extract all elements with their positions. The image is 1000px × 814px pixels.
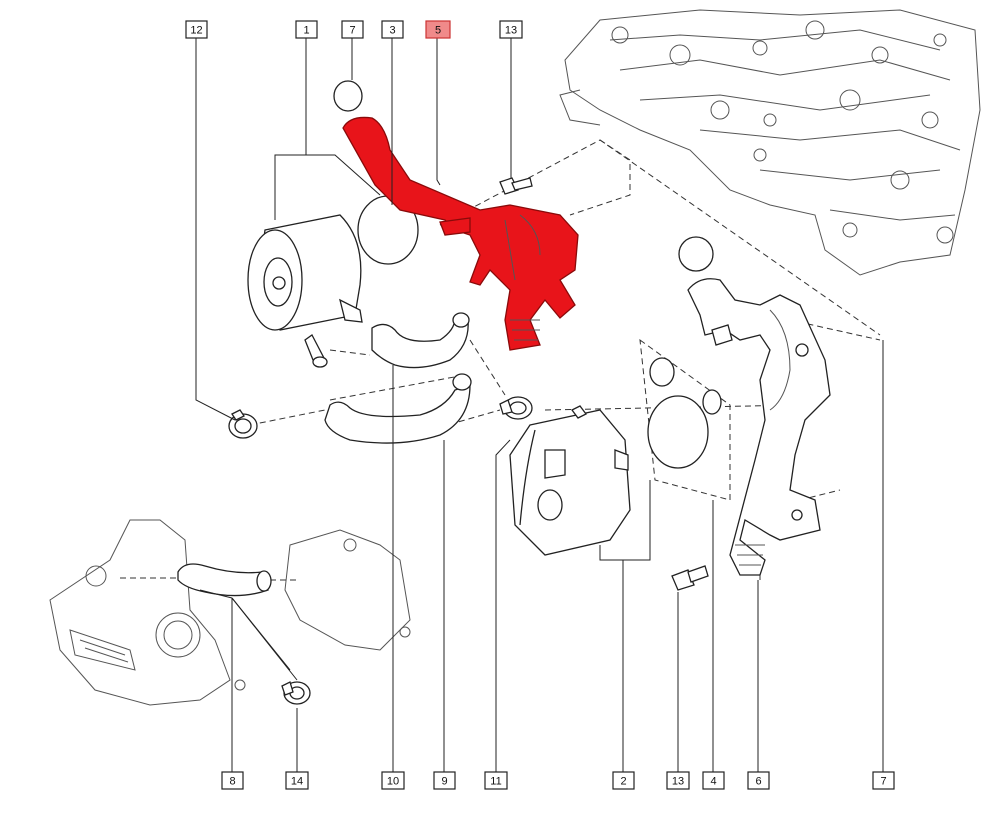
svg-text:4: 4	[710, 776, 716, 788]
callout-5-highlighted: 5	[425, 20, 451, 39]
o-ring-right	[678, 236, 714, 272]
oil-cooler-cylinder	[247, 214, 363, 368]
leader-lines	[195, 38, 884, 772]
svg-text:6: 6	[755, 776, 761, 788]
long-coolant-hose	[324, 373, 472, 444]
svg-text:5: 5	[435, 25, 441, 37]
callout-7-top: 7	[341, 20, 364, 39]
svg-text:7: 7	[880, 776, 886, 788]
svg-text:11: 11	[490, 776, 501, 788]
svg-text:14: 14	[291, 776, 303, 788]
callout-3: 3	[381, 20, 404, 39]
callout-4: 4	[702, 771, 725, 790]
svg-text:8: 8	[229, 776, 235, 788]
callout-1: 1	[295, 20, 318, 39]
callout-2: 2	[612, 771, 635, 790]
svg-text:12: 12	[190, 25, 202, 37]
svg-text:13: 13	[672, 776, 684, 788]
hose-clamp-right	[499, 396, 533, 420]
lower-engine-inset	[49, 519, 411, 706]
bottom-hose	[177, 563, 272, 597]
svg-text:7: 7	[349, 25, 355, 37]
callout-8: 8	[221, 771, 244, 790]
svg-text:2: 2	[620, 776, 626, 788]
heat-exchanger	[509, 405, 631, 556]
callout-11: 11	[484, 771, 508, 790]
callout-12: 12	[185, 20, 208, 39]
callout-6: 6	[747, 771, 770, 790]
hose-clamp-bottom	[281, 681, 311, 705]
callout-10: 10	[381, 771, 405, 790]
coolant-pipe-highlighted	[342, 116, 579, 351]
bolt-bottom	[671, 565, 709, 591]
gasket-small-b	[702, 389, 722, 415]
assembly-guide-lines	[249, 139, 881, 580]
callout-13-bottom: 13	[666, 771, 690, 790]
gasket-large	[647, 395, 709, 469]
o-ring-top	[333, 80, 363, 112]
engine-block-outline	[559, 9, 981, 276]
callout-9: 9	[433, 771, 456, 790]
svg-text:9: 9	[441, 776, 447, 788]
gasket-small-a	[649, 357, 675, 387]
short-coolant-hose	[371, 312, 470, 369]
svg-text:10: 10	[387, 776, 399, 788]
hose-clamp-left	[228, 409, 258, 439]
bolt-top	[499, 177, 533, 195]
callout-14: 14	[285, 771, 309, 790]
svg-text:3: 3	[389, 25, 395, 37]
svg-text:1: 1	[303, 25, 309, 37]
bracket-pipe-assembly	[687, 278, 831, 576]
svg-text:13: 13	[505, 25, 517, 37]
callout-7-bottom: 7	[872, 771, 895, 790]
callout-13-top: 13	[499, 20, 523, 39]
